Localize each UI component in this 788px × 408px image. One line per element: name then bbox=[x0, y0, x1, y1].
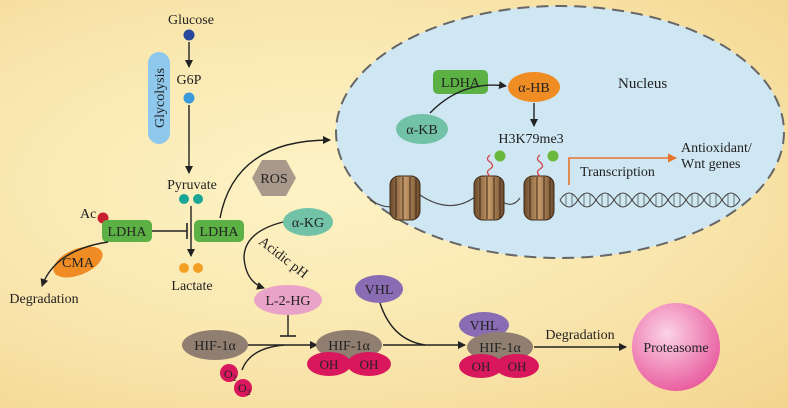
degradation-left-label: Degradation bbox=[9, 292, 78, 307]
methyl-mark-1 bbox=[494, 150, 506, 162]
lactate-label: Lactate bbox=[171, 279, 212, 294]
oh-label-2: OH bbox=[360, 357, 379, 372]
oh-node-4 bbox=[495, 354, 539, 378]
methyl-mark-2 bbox=[547, 150, 559, 162]
akg-label: α-KG bbox=[292, 216, 324, 231]
proteasome-label: Proteasome bbox=[643, 341, 708, 356]
target-genes-line1: Antioxidant/ bbox=[681, 141, 752, 156]
target-genes-line2: Wnt genes bbox=[681, 157, 740, 172]
akb-to-ahb-arrow bbox=[429, 81, 507, 114]
vhl-binding-arrow bbox=[379, 302, 426, 346]
histone-tail-1 bbox=[486, 154, 494, 177]
proteasome-node bbox=[632, 303, 720, 391]
cma-node bbox=[53, 246, 103, 278]
h3k79me3-label: H3K79me3 bbox=[498, 132, 563, 147]
pyruvate-dot-1 bbox=[179, 194, 189, 204]
oxygen-label-2: O2 bbox=[238, 381, 251, 397]
oh-node-1 bbox=[307, 352, 351, 376]
oh-label-1: OH bbox=[320, 357, 339, 372]
degradation-right-label: Degradation bbox=[545, 328, 614, 343]
hif-node-1 bbox=[182, 330, 248, 360]
l2hg-label: L-2-HG bbox=[265, 294, 310, 309]
lactate-dot-1 bbox=[179, 263, 189, 273]
ahb-node bbox=[508, 72, 560, 102]
ldha-cytosolic-label: LDHA bbox=[200, 225, 240, 240]
acidic-ph-label: Acidic pH bbox=[256, 234, 311, 281]
g6p-dot bbox=[183, 92, 195, 104]
transcription-label: Transcription bbox=[580, 165, 655, 180]
ldha-cytosolic bbox=[194, 220, 244, 242]
pyruvate-dot-2 bbox=[193, 194, 203, 204]
oh-label-4: OH bbox=[508, 359, 527, 374]
oxygen-label-1: O2 bbox=[224, 367, 237, 383]
ldha-nuclear bbox=[433, 70, 488, 94]
ldha-to-degradation-arrow bbox=[40, 241, 109, 287]
pyruvate-label: Pyruvate bbox=[167, 178, 217, 193]
nucleosome-1 bbox=[389, 175, 421, 221]
hif-label-1: HIF-1α bbox=[194, 339, 236, 354]
akb-node bbox=[396, 114, 448, 144]
nucleosome-2 bbox=[473, 175, 505, 221]
dna-rungs bbox=[565, 193, 735, 207]
transcription-arrow bbox=[568, 153, 677, 185]
lactate-dot-2 bbox=[193, 263, 203, 273]
ldha-nuclear-label: LDHA bbox=[441, 76, 481, 91]
acetyl-label: Ac bbox=[80, 207, 96, 222]
glucose-label: Glucose bbox=[168, 13, 214, 28]
hif-label-2: HIF-1α bbox=[328, 339, 370, 354]
vhl-bound-node bbox=[459, 312, 509, 338]
oxygen-atom-1 bbox=[220, 364, 238, 382]
ros-node bbox=[252, 160, 296, 196]
oh-node-2 bbox=[347, 352, 391, 376]
ros-label: ROS bbox=[260, 172, 287, 187]
cma-label: CMA bbox=[62, 256, 95, 271]
akg-node bbox=[283, 208, 333, 236]
l2hg-node bbox=[254, 285, 322, 315]
hif-label-3: HIF-1α bbox=[479, 341, 521, 356]
vhl-free-label: VHL bbox=[365, 283, 394, 298]
oxygen-atom-2 bbox=[234, 379, 252, 397]
vhl-free-node bbox=[355, 275, 403, 303]
ldha-acetylated bbox=[102, 220, 152, 242]
akb-label: α-KB bbox=[406, 123, 437, 138]
ahb-label: α-HB bbox=[518, 81, 549, 96]
oh-node-3 bbox=[459, 354, 503, 378]
ldha-to-nucleus-arrow bbox=[219, 136, 331, 219]
histone-tail-2 bbox=[536, 154, 544, 177]
g6p-label: G6P bbox=[177, 73, 202, 88]
oxygen-input-arrow bbox=[241, 344, 285, 371]
ldha-acetylated-label: LDHA bbox=[108, 225, 148, 240]
glycolysis-label: Glycolysis bbox=[153, 68, 168, 128]
vhl-bound-label: VHL bbox=[470, 319, 499, 334]
nucleosome-3 bbox=[523, 175, 555, 221]
ldha-to-l2hg-arrow bbox=[243, 221, 284, 290]
glycolysis-pill bbox=[148, 52, 170, 144]
glucose-dot bbox=[183, 29, 195, 41]
nucleus-title: Nucleus bbox=[618, 76, 667, 92]
oh-label-3: OH bbox=[472, 359, 491, 374]
